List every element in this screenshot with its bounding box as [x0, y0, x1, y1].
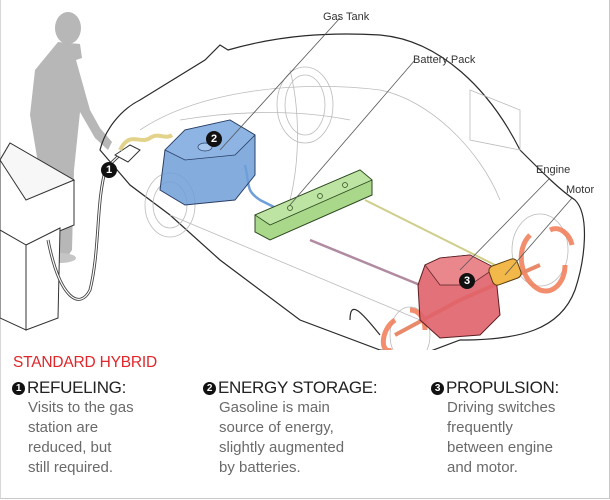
gas-pump	[0, 142, 76, 331]
section-refueling: 1 REFUELING: Visits to the gas station a…	[12, 378, 208, 478]
heading-text: ENERGY STORAGE:	[218, 378, 378, 397]
section-body: Driving switches frequently between engi…	[447, 398, 610, 478]
car-detail-lines	[139, 66, 569, 350]
body-line: slightly augmented	[219, 439, 345, 456]
body-line: Gasoline is main	[219, 399, 330, 416]
heading-text: PROPULSION:	[446, 378, 559, 397]
body-line: station are	[28, 419, 99, 436]
section-body: Visits to the gas station are reduced, b…	[28, 398, 208, 478]
badge-refueling: 1	[101, 162, 117, 178]
hybrid-car-illustration	[0, 12, 585, 350]
battery-pack[interactable]	[254, 169, 373, 241]
engine[interactable]	[417, 254, 501, 339]
battery-cable	[309, 238, 421, 287]
section-heading: 1 REFUELING:	[12, 378, 208, 398]
body-line: and motor.	[447, 459, 518, 476]
body-line: Visits to the gas	[28, 399, 134, 416]
body-line: between engine	[447, 439, 553, 456]
body-line: by batteries.	[219, 459, 301, 476]
badge-energy-storage: 2	[206, 131, 222, 147]
body-line: still required.	[28, 459, 114, 476]
leader-lines	[219, 17, 573, 276]
number-2-icon: 2	[203, 381, 216, 395]
gas-tank-label: Gas Tank	[323, 11, 370, 23]
battery-pack-label: Battery Pack	[413, 54, 476, 66]
heading-text: REFUELING:	[27, 378, 127, 397]
number-3-icon: 3	[431, 381, 444, 395]
section-heading: 2 ENERGY STORAGE:	[203, 378, 399, 398]
body-line: reduced, but	[28, 439, 112, 456]
body-line: frequently	[447, 419, 513, 436]
engine-label: Engine	[536, 164, 571, 176]
body-line: source of energy,	[219, 419, 334, 436]
section-propulsion: 3 PROPULSION: Driving switches frequentl…	[431, 378, 610, 478]
section-energy-storage: 2 ENERGY STORAGE: Gasoline is main sourc…	[203, 378, 399, 478]
fuel-line	[118, 133, 174, 152]
fuel-nozzle	[114, 144, 141, 163]
section-body: Gasoline is main source of energy, sligh…	[219, 398, 399, 478]
motor-label: Motor	[566, 184, 595, 196]
body-line: Driving switches	[447, 399, 556, 416]
number-1-icon: 1	[12, 381, 25, 395]
motor[interactable]	[487, 257, 522, 286]
badge-propulsion: 3	[459, 273, 475, 289]
section-heading: 3 PROPULSION:	[431, 378, 610, 398]
diagram-title: STANDARD HYBRID	[13, 354, 157, 371]
motor-cable	[364, 199, 506, 271]
